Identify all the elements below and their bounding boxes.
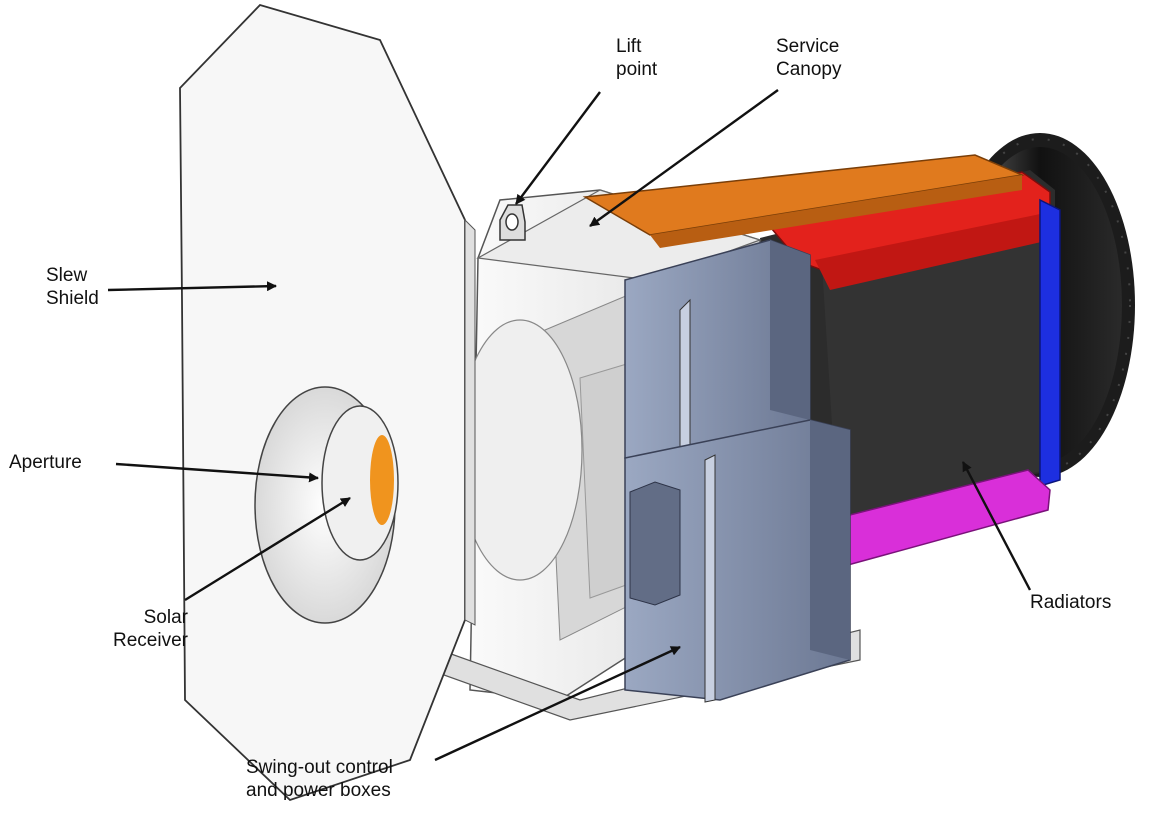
label-slew-shield: Slew Shield (46, 265, 99, 309)
label-radiators: Radiators (1030, 592, 1112, 613)
arrow-lift-point (515, 91, 601, 205)
radiator-panel (822, 210, 1045, 520)
arrow-solar-receiver (184, 496, 351, 602)
lift-point (499, 204, 526, 241)
label-swing-out: Swing-out control and power boxes (246, 757, 393, 801)
leader-arrows (107, 89, 1032, 762)
radiator-side (1039, 198, 1061, 488)
aperture (254, 386, 399, 624)
arrow-radiators (961, 461, 1032, 591)
arrow-slew-shield (107, 281, 277, 292)
label-lift-point: Lift point (616, 36, 658, 80)
arrow-aperture (115, 462, 319, 483)
solar-receiver (370, 435, 394, 525)
label-aperture: Aperture (9, 452, 82, 473)
arrow-service-canopy (589, 89, 779, 227)
label-service-canopy: Service Canopy (776, 36, 842, 80)
arrow-swing-out (434, 645, 681, 762)
control-boxes (624, 239, 851, 703)
radiator-block (758, 170, 1061, 566)
label-solar-receiver: Solar Receiver (113, 607, 188, 651)
